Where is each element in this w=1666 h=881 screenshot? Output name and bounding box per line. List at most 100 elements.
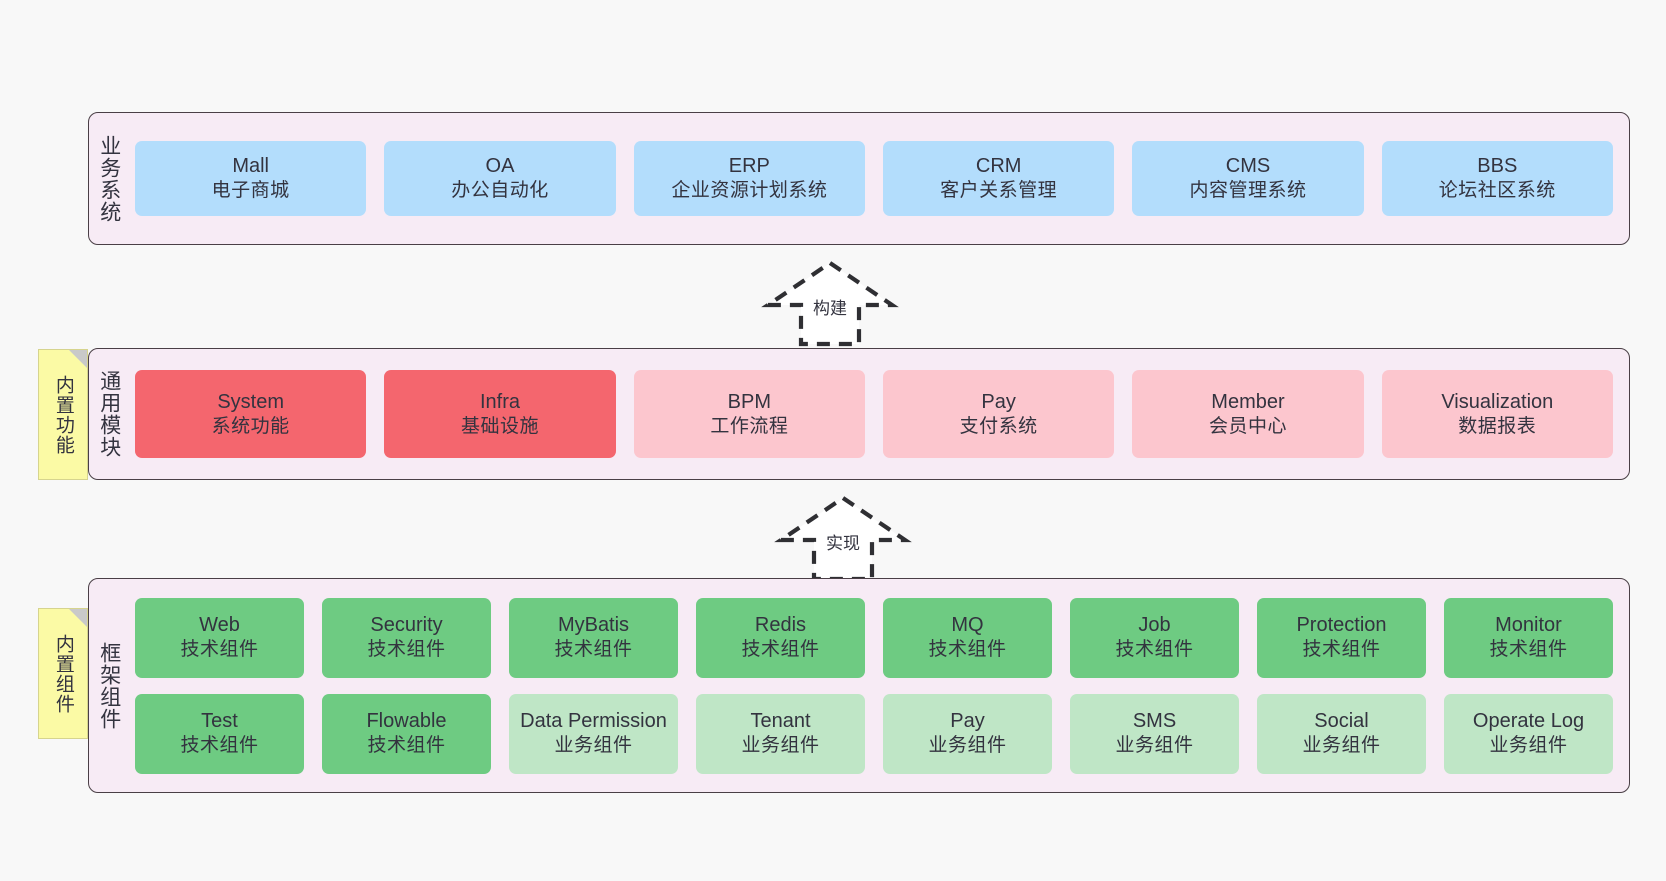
node-title-cn: 业务组件	[554, 735, 633, 757]
node-title-en: Job	[1138, 614, 1171, 637]
node-crm[interactable]: CRM 客户关系管理	[882, 141, 1115, 216]
node-row: Web 技术组件 Security 技术组件 MyBatis 技术组件 Redi…	[135, 597, 1613, 678]
node-title-en: Social	[1314, 710, 1369, 733]
node-title-en: OA	[485, 155, 515, 178]
arrow-build-icon	[761, 260, 899, 347]
node-title-en: MQ	[951, 614, 984, 637]
node-title-cn: 基础设施	[460, 415, 539, 437]
node-title-en: Test	[201, 710, 238, 733]
node-title-en: CRM	[975, 155, 1022, 178]
layer-body-business-systems: Mall 电子商城 OA 办公自动化 ERP 企业资源计划系统 CRM 客户关系…	[129, 113, 1629, 244]
layer-title-common-modules: 通用模块	[97, 370, 121, 458]
node-bbs[interactable]: BBS 论坛社区系统	[1381, 141, 1613, 216]
layer-title-framework-components: 框架组件	[97, 641, 121, 730]
node-title-cn: 技术组件	[180, 735, 259, 757]
node-title-en: Operate Log	[1472, 710, 1585, 733]
node-title-cn: 业务组件	[1115, 735, 1194, 757]
node-title-cn: 客户关系管理	[940, 180, 1058, 202]
node-sms[interactable]: SMS 业务组件	[1070, 693, 1239, 774]
node-title-cn: 数据报表	[1458, 415, 1537, 437]
arrow-implement-label: 实现	[826, 534, 860, 553]
node-infra[interactable]: Infra 基础设施	[384, 370, 616, 458]
note-label: 内置功能	[52, 374, 74, 455]
node-tenant[interactable]: Tenant 业务组件	[696, 693, 865, 774]
node-title-en: BPM	[727, 390, 771, 413]
note-builtin-function[interactable]: 内置功能	[38, 349, 88, 480]
layer-body-framework-components: Web 技术组件 Security 技术组件 MyBatis 技术组件 Redi…	[129, 579, 1629, 792]
node-title-cn: 技术组件	[554, 639, 633, 661]
node-monitor[interactable]: Monitor 技术组件	[1444, 597, 1613, 678]
node-test[interactable]: Test 技术组件	[135, 693, 304, 774]
node-bpm[interactable]: BPM 工作流程	[633, 370, 865, 458]
node-job[interactable]: Job 技术组件	[1070, 597, 1239, 678]
node-mall[interactable]: Mall 电子商城	[135, 141, 367, 216]
node-operate-log[interactable]: Operate Log 业务组件	[1444, 693, 1613, 774]
node-title-cn: 企业资源计划系统	[671, 180, 828, 202]
node-visualization[interactable]: Visualization 数据报表	[1381, 370, 1613, 458]
node-row: Test 技术组件 Flowable 技术组件 Data Permission …	[135, 693, 1613, 774]
layer-framework-components: 框架组件 Web 技术组件 Security 技术组件 MyBatis 技术组件…	[88, 578, 1630, 793]
node-mybatis[interactable]: MyBatis 技术组件	[509, 597, 678, 678]
node-title-cn: 系统功能	[211, 415, 290, 437]
node-title-en: Flowable	[366, 710, 447, 733]
node-title-cn: 技术组件	[741, 639, 820, 661]
node-title-cn: 工作流程	[710, 415, 789, 437]
note-builtin-component[interactable]: 内置组件	[38, 608, 88, 739]
node-pay-module[interactable]: Pay 支付系统	[882, 370, 1115, 458]
node-title-cn: 业务组件	[741, 735, 820, 757]
node-member[interactable]: Member 会员中心	[1132, 370, 1364, 458]
node-title-cn: 技术组件	[1302, 639, 1381, 661]
node-redis[interactable]: Redis 技术组件	[696, 597, 865, 678]
node-data-permission[interactable]: Data Permission 业务组件	[509, 693, 678, 774]
node-title-cn: 技术组件	[367, 735, 446, 757]
node-security[interactable]: Security 技术组件	[322, 597, 491, 678]
node-title-en: Pay	[981, 390, 1016, 413]
layer-body-common-modules: System 系统功能 Infra 基础设施 BPM 工作流程 Pay 支付系统…	[129, 349, 1629, 479]
node-title-en: Security	[370, 614, 443, 637]
node-row: System 系统功能 Infra 基础设施 BPM 工作流程 Pay 支付系统…	[135, 370, 1613, 458]
arrow-implement-icon	[774, 495, 912, 582]
node-title-cn: 技术组件	[1489, 639, 1568, 661]
node-title-en: Mall	[232, 155, 269, 178]
node-title-cn: 技术组件	[180, 639, 259, 661]
node-mq[interactable]: MQ 技术组件	[883, 597, 1052, 678]
node-row: Mall 电子商城 OA 办公自动化 ERP 企业资源计划系统 CRM 客户关系…	[135, 141, 1613, 216]
node-title-cn: 会员中心	[1208, 415, 1287, 437]
node-title-cn: 技术组件	[367, 639, 446, 661]
node-title-en: ERP	[728, 155, 770, 178]
node-erp[interactable]: ERP 企业资源计划系统	[633, 141, 865, 216]
node-title-cn: 电子商城	[211, 180, 290, 202]
layer-business-systems: 业务系统 Mall 电子商城 OA 办公自动化 ERP 企业资源计划系统 CRM…	[88, 112, 1630, 245]
node-title-cn: 技术组件	[928, 639, 1007, 661]
node-protection[interactable]: Protection 技术组件	[1257, 597, 1426, 678]
node-title-cn: 业务组件	[928, 735, 1007, 757]
node-title-en: SMS	[1132, 710, 1177, 733]
node-title-en: Infra	[479, 390, 520, 413]
node-title-en: CMS	[1225, 155, 1271, 178]
node-title-cn: 业务组件	[1489, 735, 1568, 757]
node-title-en: Member	[1211, 390, 1285, 413]
node-cms[interactable]: CMS 内容管理系统	[1132, 141, 1364, 216]
node-title-en: Pay	[950, 710, 985, 733]
note-fold-corner-icon	[69, 350, 87, 368]
node-web[interactable]: Web 技术组件	[135, 597, 304, 678]
node-title-en: Monitor	[1495, 614, 1562, 637]
node-system[interactable]: System 系统功能	[135, 370, 367, 458]
layer-title-business-systems: 业务系统	[97, 134, 121, 223]
node-title-en: Tenant	[750, 710, 811, 733]
node-title-en: Redis	[754, 614, 807, 637]
node-title-en: System	[217, 390, 284, 413]
node-title-en: MyBatis	[557, 614, 630, 637]
node-title-cn: 业务组件	[1302, 735, 1381, 757]
arrow-implement: 实现	[768, 493, 918, 583]
layer-common-modules: 通用模块 System 系统功能 Infra 基础设施 BPM 工作流程 Pay…	[88, 348, 1630, 480]
node-social[interactable]: Social 业务组件	[1257, 693, 1426, 774]
node-title-en: BBS	[1477, 155, 1518, 178]
node-pay-component[interactable]: Pay 业务组件	[883, 693, 1052, 774]
node-flowable[interactable]: Flowable 技术组件	[322, 693, 491, 774]
node-oa[interactable]: OA 办公自动化	[384, 141, 616, 216]
node-title-en: Web	[199, 614, 240, 637]
note-fold-corner-icon	[69, 609, 87, 627]
arrow-build: 构建	[755, 258, 905, 348]
